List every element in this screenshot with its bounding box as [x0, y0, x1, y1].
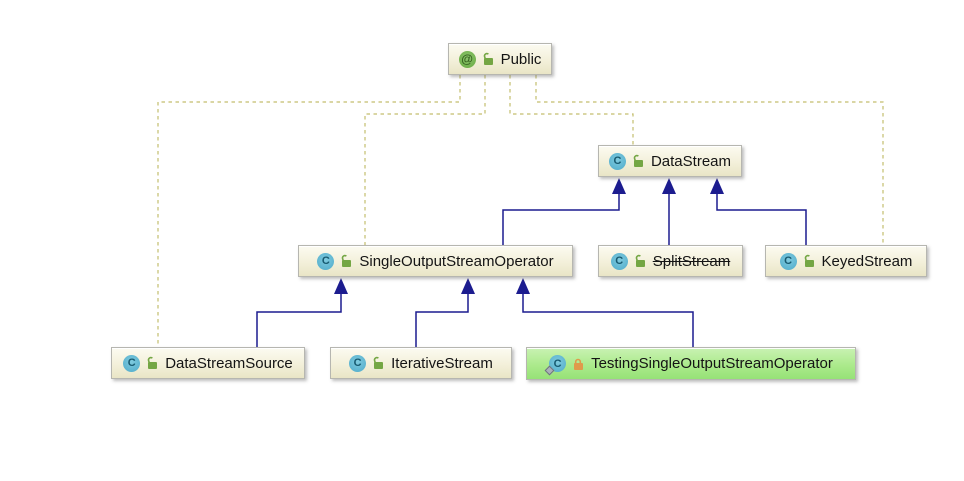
- arrowhead: [516, 278, 530, 294]
- open-lock-icon: [633, 154, 643, 167]
- node-label: TestingSingleOutputStreamOperator: [591, 355, 833, 372]
- arrowhead: [612, 178, 626, 194]
- inheritance-edge-testing-soso: [522, 293, 694, 347]
- class-icon: C: [349, 354, 367, 372]
- class-icon: C: [317, 252, 335, 270]
- inheritance-edge-iterativestream-soso: [415, 293, 469, 347]
- node-keyedstream[interactable]: C KeyedStream: [765, 245, 927, 277]
- class-icon: C: [544, 355, 567, 376]
- annotation-edge-public-datastreamsource: [157, 75, 461, 347]
- closed-lock-icon: [574, 358, 584, 370]
- open-lock-icon: [147, 356, 158, 369]
- arrowhead: [461, 278, 475, 294]
- arrowhead: [334, 278, 348, 294]
- node-singleoutputstreamoperator[interactable]: C SingleOutputStreamOperator: [298, 245, 573, 277]
- annotation-edges: [157, 75, 884, 347]
- node-datastreamsource[interactable]: C DataStreamSource: [111, 347, 305, 379]
- node-label: IterativeStream: [391, 354, 493, 372]
- arrowhead: [710, 178, 724, 194]
- class-icon: C: [610, 252, 628, 270]
- node-label: SingleOutputStreamOperator: [359, 252, 554, 270]
- node-label: SplitStream: [652, 252, 731, 270]
- inheritance-edge-keyedstream-datastream: [716, 193, 807, 245]
- open-lock-icon: [373, 356, 384, 369]
- node-label: DataStream: [650, 152, 732, 170]
- node-splitstream[interactable]: C SplitStream: [598, 245, 743, 277]
- node-iterativestream[interactable]: C IterativeStream: [330, 347, 512, 379]
- node-label: DataStreamSource: [165, 354, 293, 372]
- node-label: Public: [500, 50, 542, 68]
- arrowhead: [662, 178, 676, 194]
- inheritance-edge-soso-datastream: [502, 193, 620, 245]
- annotation-icon: @: [458, 50, 476, 68]
- inheritance-edge-datastreamsource-soso: [256, 293, 342, 347]
- node-label: KeyedStream: [821, 252, 913, 270]
- open-lock-icon: [804, 254, 814, 267]
- open-lock-icon: [483, 52, 493, 65]
- class-icon: C: [779, 252, 797, 270]
- open-lock-icon: [635, 254, 645, 267]
- open-lock-icon: [342, 254, 352, 267]
- annotation-edge-public-soso: [364, 75, 486, 245]
- node-datastream[interactable]: C DataStream: [598, 145, 742, 177]
- static-badge-icon: [544, 365, 555, 376]
- class-icon: C: [608, 152, 626, 170]
- class-icon: C: [123, 354, 141, 372]
- annotation-edge-public-datastream: [509, 75, 634, 145]
- node-testingsingleoutputstreamoperator[interactable]: C TestingSingleOutputStreamOperator: [526, 347, 856, 380]
- node-public[interactable]: @ Public: [448, 43, 552, 75]
